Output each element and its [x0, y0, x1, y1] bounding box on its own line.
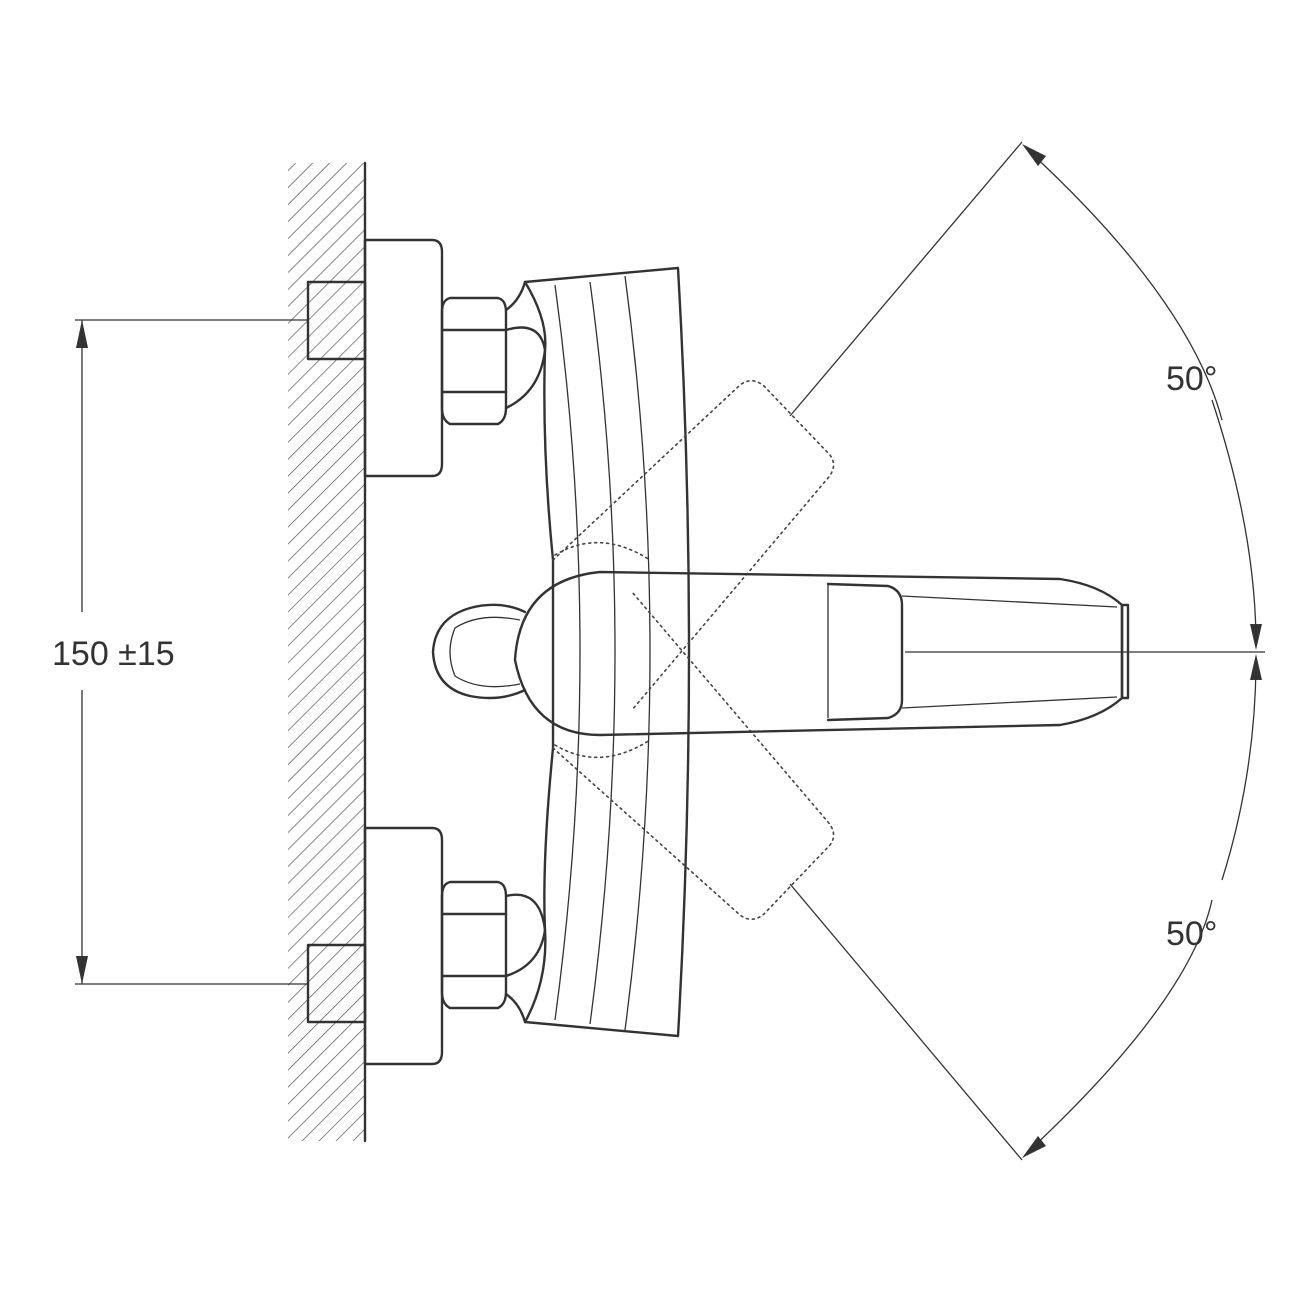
- upper-escutcheon: [363, 238, 444, 478]
- rotation-hub-ghost: [554, 541, 651, 759]
- upper-angle-arc-2: [1211, 399, 1257, 641]
- lower-angle-arc: [1221, 664, 1257, 881]
- upper-angle-arrow-bottom: [1250, 624, 1262, 650]
- handle-bottom-facet: [901, 696, 1118, 709]
- wall-hatching: [288, 163, 365, 1141]
- lower-angle-arrow-top: [1250, 654, 1262, 680]
- faucet-body-contour-1: [554, 284, 581, 1021]
- angle-extension-upper: [789, 141, 1023, 417]
- upper-handle-ghost: [552, 379, 835, 711]
- wall: [288, 161, 367, 1143]
- dimension-arrow-up: [76, 320, 88, 348]
- angle-extension-lower: [789, 883, 1023, 1161]
- handle-rear-knob-inner: [449, 616, 521, 688]
- dimension-label-spacing: 150 ±15: [52, 635, 175, 673]
- faucet-body: [523, 266, 691, 1038]
- vertical-dimension: 150 ±15: [52, 319, 308, 985]
- lower-eccentric-fitting: [504, 893, 547, 1024]
- faucet-body-outline: [523, 266, 691, 1038]
- alternate-handle-positions: [552, 379, 835, 921]
- mixer-handle: [431, 570, 1265, 737]
- lower-escutcheon: [363, 826, 444, 1066]
- lower-handle-ghost: [552, 591, 835, 921]
- angle-label-lower: 50°: [1166, 915, 1217, 953]
- upper-hex-nut: [440, 296, 508, 426]
- upper-eccentric-fitting: [504, 280, 547, 410]
- lower-angle-arrow-bottom: [1022, 1136, 1046, 1158]
- handle-grip-panel: [826, 582, 904, 722]
- lower-hex-nut: [440, 880, 508, 1010]
- handle-rear-knob: [431, 603, 527, 700]
- handle-lever: [513, 570, 1124, 737]
- angle-label-upper: 50°: [1166, 360, 1217, 398]
- handle-end-cap: [1120, 603, 1130, 700]
- faucet-body-contour-3: [624, 275, 651, 1031]
- upper-angle-arc: [1029, 151, 1223, 421]
- dimension-arrow-down: [76, 956, 88, 984]
- angle-dimensions: 50° 50°: [789, 141, 1262, 1161]
- upper-angle-arrow-top: [1022, 144, 1046, 166]
- handle-top-facet: [901, 595, 1118, 608]
- lower-angle-arc-2: [1029, 899, 1213, 1151]
- faucet-body-contour-2: [589, 281, 616, 1025]
